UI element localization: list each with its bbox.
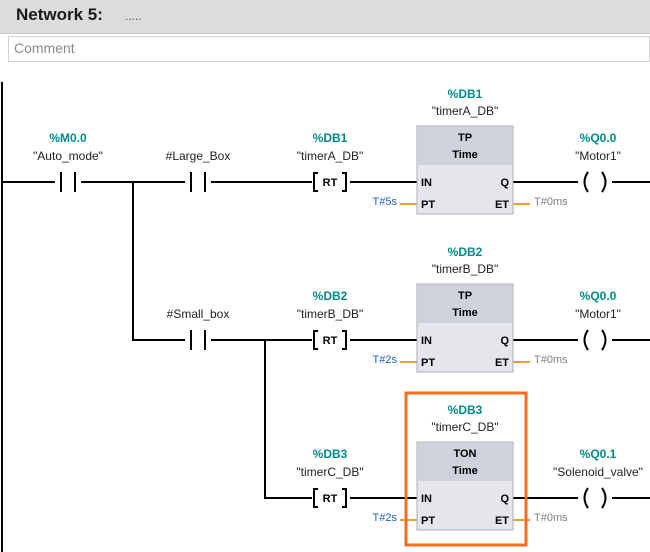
timer-subtype: Time [452,465,477,477]
reset-timer-a[interactable]: %DB1 "timerA_DB" RT [297,131,364,192]
timer-subtype: Time [452,149,477,161]
pin-et: ET [495,515,509,527]
contact-symbol: #Small_box [167,307,230,321]
network-title-placeholder: ..... [125,9,142,23]
pt-value: T#2s [373,354,398,366]
reset-timer-b[interactable]: %DB2 "timerB_DB" RT [297,289,364,350]
pin-q: Q [500,493,509,505]
timer-type: TP [458,132,472,144]
pt-value: T#2s [373,512,398,524]
timer-symbol: "timerB_DB" [432,262,499,276]
et-value: T#0ms [534,196,568,208]
coil-motor1-a[interactable]: %Q0.0 "Motor1" [575,131,621,193]
pin-et: ET [495,357,509,369]
pin-in: IN [421,493,432,505]
reset-label: RT [323,493,338,505]
reset-symbol: "timerA_DB" [297,149,364,163]
pin-in: IN [421,335,432,347]
reset-label: RT [323,177,338,189]
timer-symbol: "timerC_DB" [431,420,498,434]
reset-address: %DB2 [313,289,348,303]
timer-address: %DB3 [448,403,483,417]
et-value: T#0ms [534,354,568,366]
contact-small-box[interactable]: #Small_box [167,307,230,351]
contact-symbol: #Large_Box [166,149,231,163]
ladder-diagram: %M0.0 "Auto_mode" #Large_Box #Small_box … [1,82,650,552]
reset-symbol: "timerC_DB" [296,465,363,479]
contact-auto-mode[interactable]: %M0.0 "Auto_mode" [33,131,103,193]
pin-et: ET [495,199,509,211]
pin-q: Q [500,177,509,189]
comment-field[interactable]: Comment [8,36,650,62]
reset-symbol: "timerB_DB" [297,307,364,321]
coil-address: %Q0.1 [580,447,617,461]
pin-pt: PT [421,199,435,211]
timer-address: %DB2 [448,245,483,259]
contact-symbol: "Auto_mode" [33,149,103,163]
comment-placeholder: Comment [14,40,75,56]
pin-q: Q [500,335,509,347]
timer-block-b[interactable]: %DB2 "timerB_DB" TP Time IN PT Q ET T#2s… [373,245,569,373]
coil-address: %Q0.0 [580,289,617,303]
coil-address: %Q0.0 [580,131,617,145]
timer-subtype: Time [452,307,477,319]
timer-type: TP [458,290,472,302]
contact-address: %M0.0 [49,131,87,145]
coil-symbol: "Motor1" [575,149,621,163]
timer-type: TON [453,448,476,460]
timer-block-a[interactable]: %DB1 "timerA_DB" TP Time IN PT Q ET T#5s… [373,87,569,215]
coil-solenoid-valve[interactable]: %Q0.1 "Solenoid_valve" [553,447,643,509]
timer-symbol: "timerA_DB" [432,104,499,118]
reset-timer-c[interactable]: %DB3 "timerC_DB" RT [296,447,364,508]
coil-symbol: "Motor1" [575,307,621,321]
timer-block-c[interactable]: %DB3 "timerC_DB" TON Time IN PT Q ET T#2… [373,403,569,531]
reset-address: %DB3 [313,447,348,461]
selection-highlight [404,391,528,547]
reset-address: %DB1 [313,131,348,145]
pin-pt: PT [421,357,435,369]
coil-motor1-b[interactable]: %Q0.0 "Motor1" [575,289,621,351]
contact-large-box[interactable]: #Large_Box [166,149,231,193]
reset-label: RT [323,335,338,347]
coil-symbol: "Solenoid_valve" [553,465,643,479]
et-value: T#0ms [534,512,568,524]
pin-in: IN [421,177,432,189]
pt-value: T#5s [373,196,398,208]
network-header[interactable]: Network 5: ..... [0,0,650,34]
timer-address: %DB1 [448,87,483,101]
network-title: Network 5: [16,5,103,24]
pin-pt: PT [421,515,435,527]
